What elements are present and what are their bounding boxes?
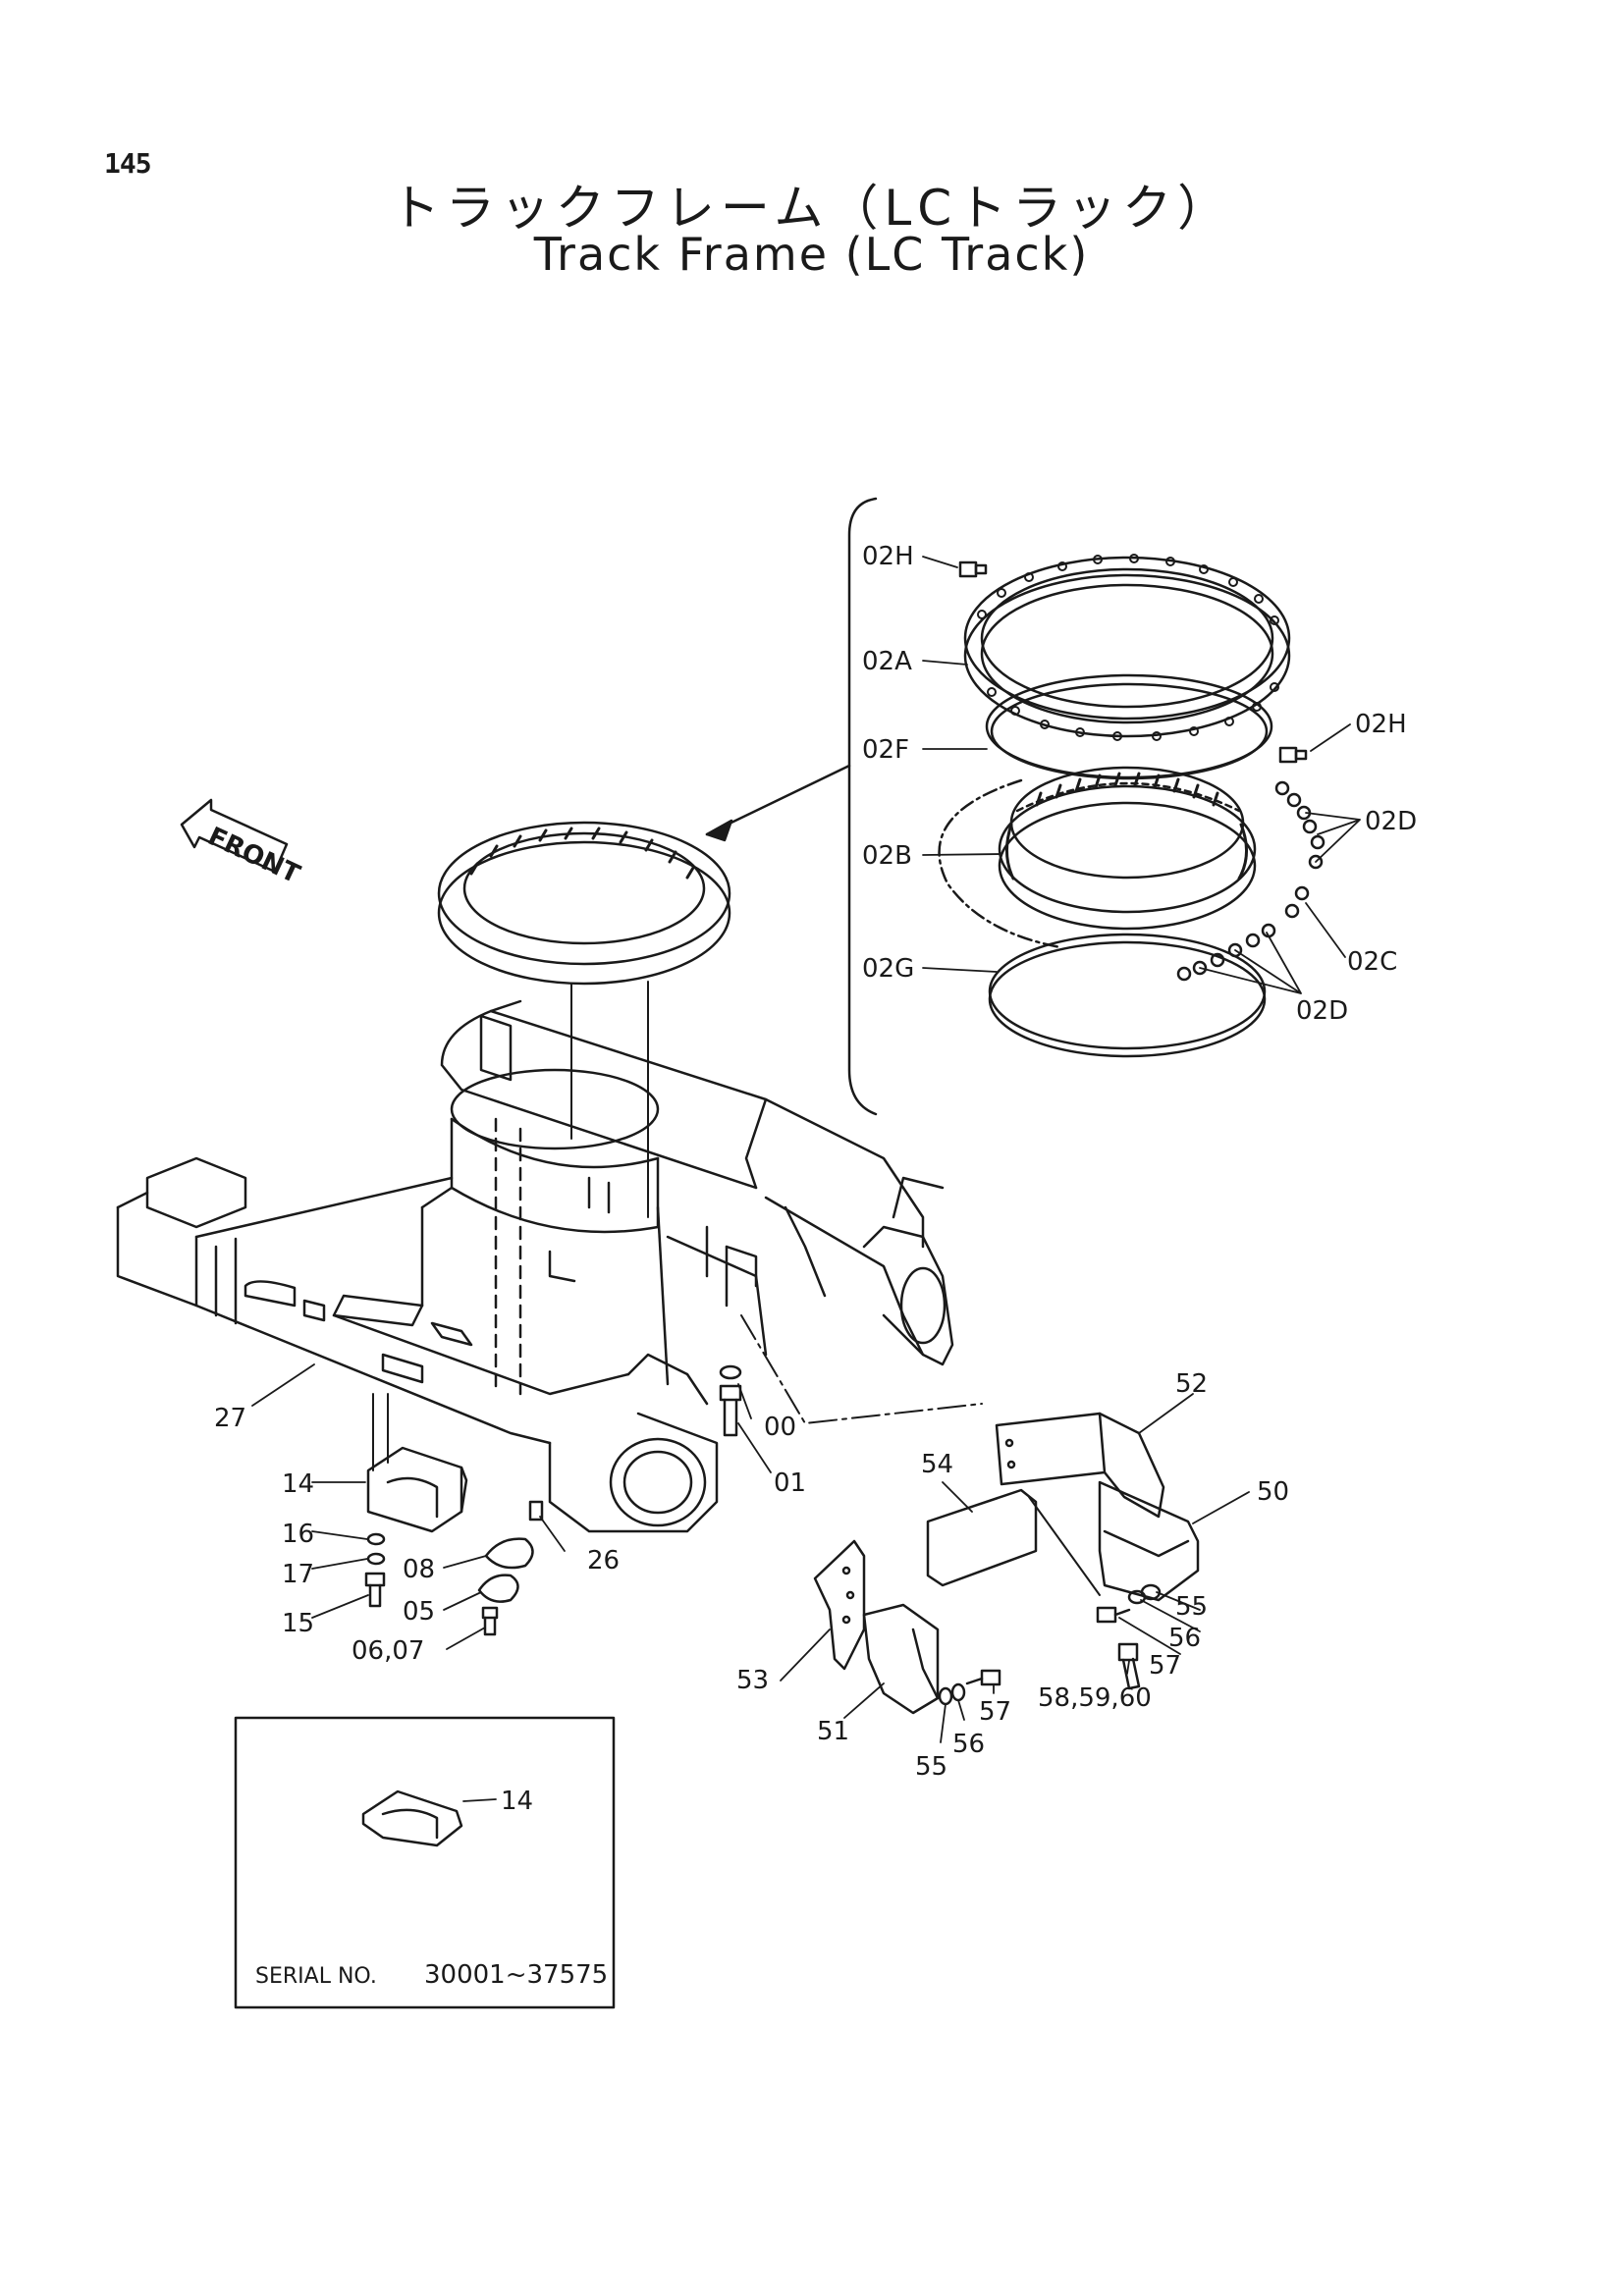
label-57-mid: 57 [979, 1697, 1011, 1727]
exploded-view-bracket [847, 497, 878, 1116]
title-japanese: トラックフレーム（LCトラック） [390, 180, 1233, 237]
label-26: 26 [587, 1546, 620, 1575]
label-00: 00 [764, 1413, 796, 1442]
label-02G: 02G [862, 954, 914, 984]
serial-label: SERIAL NO. [255, 1964, 377, 1989]
label-02D-upper: 02D [1365, 807, 1417, 836]
part-00-washer [719, 1364, 742, 1380]
label-02D-lower: 02D [1296, 996, 1348, 1026]
label-50: 50 [1257, 1477, 1289, 1507]
part-17-washer [366, 1552, 386, 1566]
label-02H-left: 02H [862, 542, 914, 571]
label-02F: 02F [862, 735, 909, 765]
part-55-washer-mid [938, 1686, 953, 1706]
part-58-59-60-bolt [1117, 1642, 1141, 1690]
part-02G-seal [988, 933, 1267, 1058]
title-english: Track Frame (LC Track) [533, 228, 1090, 281]
front-label: FRONT [203, 822, 304, 889]
label-14: 14 [282, 1469, 314, 1499]
label-54: 54 [921, 1450, 953, 1479]
label-17: 17 [282, 1560, 314, 1589]
label-53: 53 [736, 1666, 769, 1695]
swing-bearing-ring [437, 821, 731, 986]
part-14-guard [366, 1446, 468, 1533]
label-05: 05 [403, 1597, 435, 1627]
label-51: 51 [817, 1717, 849, 1746]
label-14-inset: 14 [501, 1787, 533, 1816]
part-02F-seal [985, 673, 1273, 780]
part-16-washer [366, 1532, 386, 1546]
part-05-plate [477, 1574, 519, 1603]
label-02C: 02C [1347, 947, 1397, 977]
serial-range: 30001~37575 [424, 1960, 608, 1990]
part-02H-grease-fitting-left [958, 561, 988, 578]
part-57-bolt-mid [965, 1669, 1001, 1686]
part-02B-inner-race [998, 766, 1257, 931]
label-16: 16 [282, 1520, 314, 1549]
part-55-washer-right [1140, 1583, 1162, 1601]
part-54-plate [926, 1488, 1038, 1587]
label-02H-right: 02H [1355, 710, 1407, 739]
part-56-washer-mid [950, 1682, 966, 1702]
ring-drop-lines [570, 981, 649, 1218]
part-52-bracket [995, 1412, 1165, 1519]
callout-leader-lines [251, 556, 1361, 1802]
part-57-bolt-right [1096, 1606, 1131, 1624]
part-14-guard-inset [361, 1789, 463, 1847]
guard-drop-lines [372, 1393, 389, 1471]
label-56-mid: 56 [952, 1730, 985, 1759]
label-55-right: 55 [1175, 1592, 1208, 1622]
label-57-right: 57 [1149, 1651, 1181, 1681]
part-15-bolt [364, 1572, 386, 1608]
callout-labels: 02H 02A 02F 02B 02G 02H 02D 02C 02D 27 1… [214, 542, 1417, 1816]
track-frame-body [116, 999, 954, 1533]
part-53-plate [813, 1539, 866, 1671]
part-26-plug [528, 1500, 544, 1522]
part-51-plate [862, 1603, 940, 1715]
plate-leader-line [1028, 1496, 1101, 1596]
label-02A: 02A [862, 647, 912, 676]
label-52: 52 [1175, 1369, 1208, 1399]
label-56-right: 56 [1168, 1624, 1201, 1653]
front-arrow-icon [180, 798, 289, 874]
part-01-bolt [719, 1384, 742, 1437]
page-number: 145 [104, 147, 152, 180]
ball-orbit-line [938, 778, 1062, 949]
label-58-59-60: 58,59,60 [1038, 1683, 1152, 1713]
part-06-07-bolt [481, 1606, 499, 1636]
label-01: 01 [774, 1468, 806, 1498]
part-02A-outer-race [963, 554, 1291, 741]
part-02C-plug [1284, 885, 1310, 919]
part-02H-grease-fitting-right [1278, 746, 1308, 764]
label-02B: 02B [862, 841, 912, 871]
label-06-07: 06,07 [352, 1636, 424, 1666]
serial-inset-box [234, 1716, 616, 2009]
label-08: 08 [403, 1555, 435, 1584]
bracket-leader-line [740, 1314, 983, 1424]
part-08-cover [484, 1537, 534, 1570]
part-50-plate [1098, 1480, 1200, 1602]
label-15: 15 [282, 1609, 314, 1638]
part-02D-balls-upper [1274, 780, 1325, 870]
label-55-mid: 55 [915, 1752, 947, 1782]
label-27: 27 [214, 1404, 246, 1433]
assembly-arrowhead [705, 819, 733, 842]
center-dashed-lines [494, 1117, 522, 1396]
